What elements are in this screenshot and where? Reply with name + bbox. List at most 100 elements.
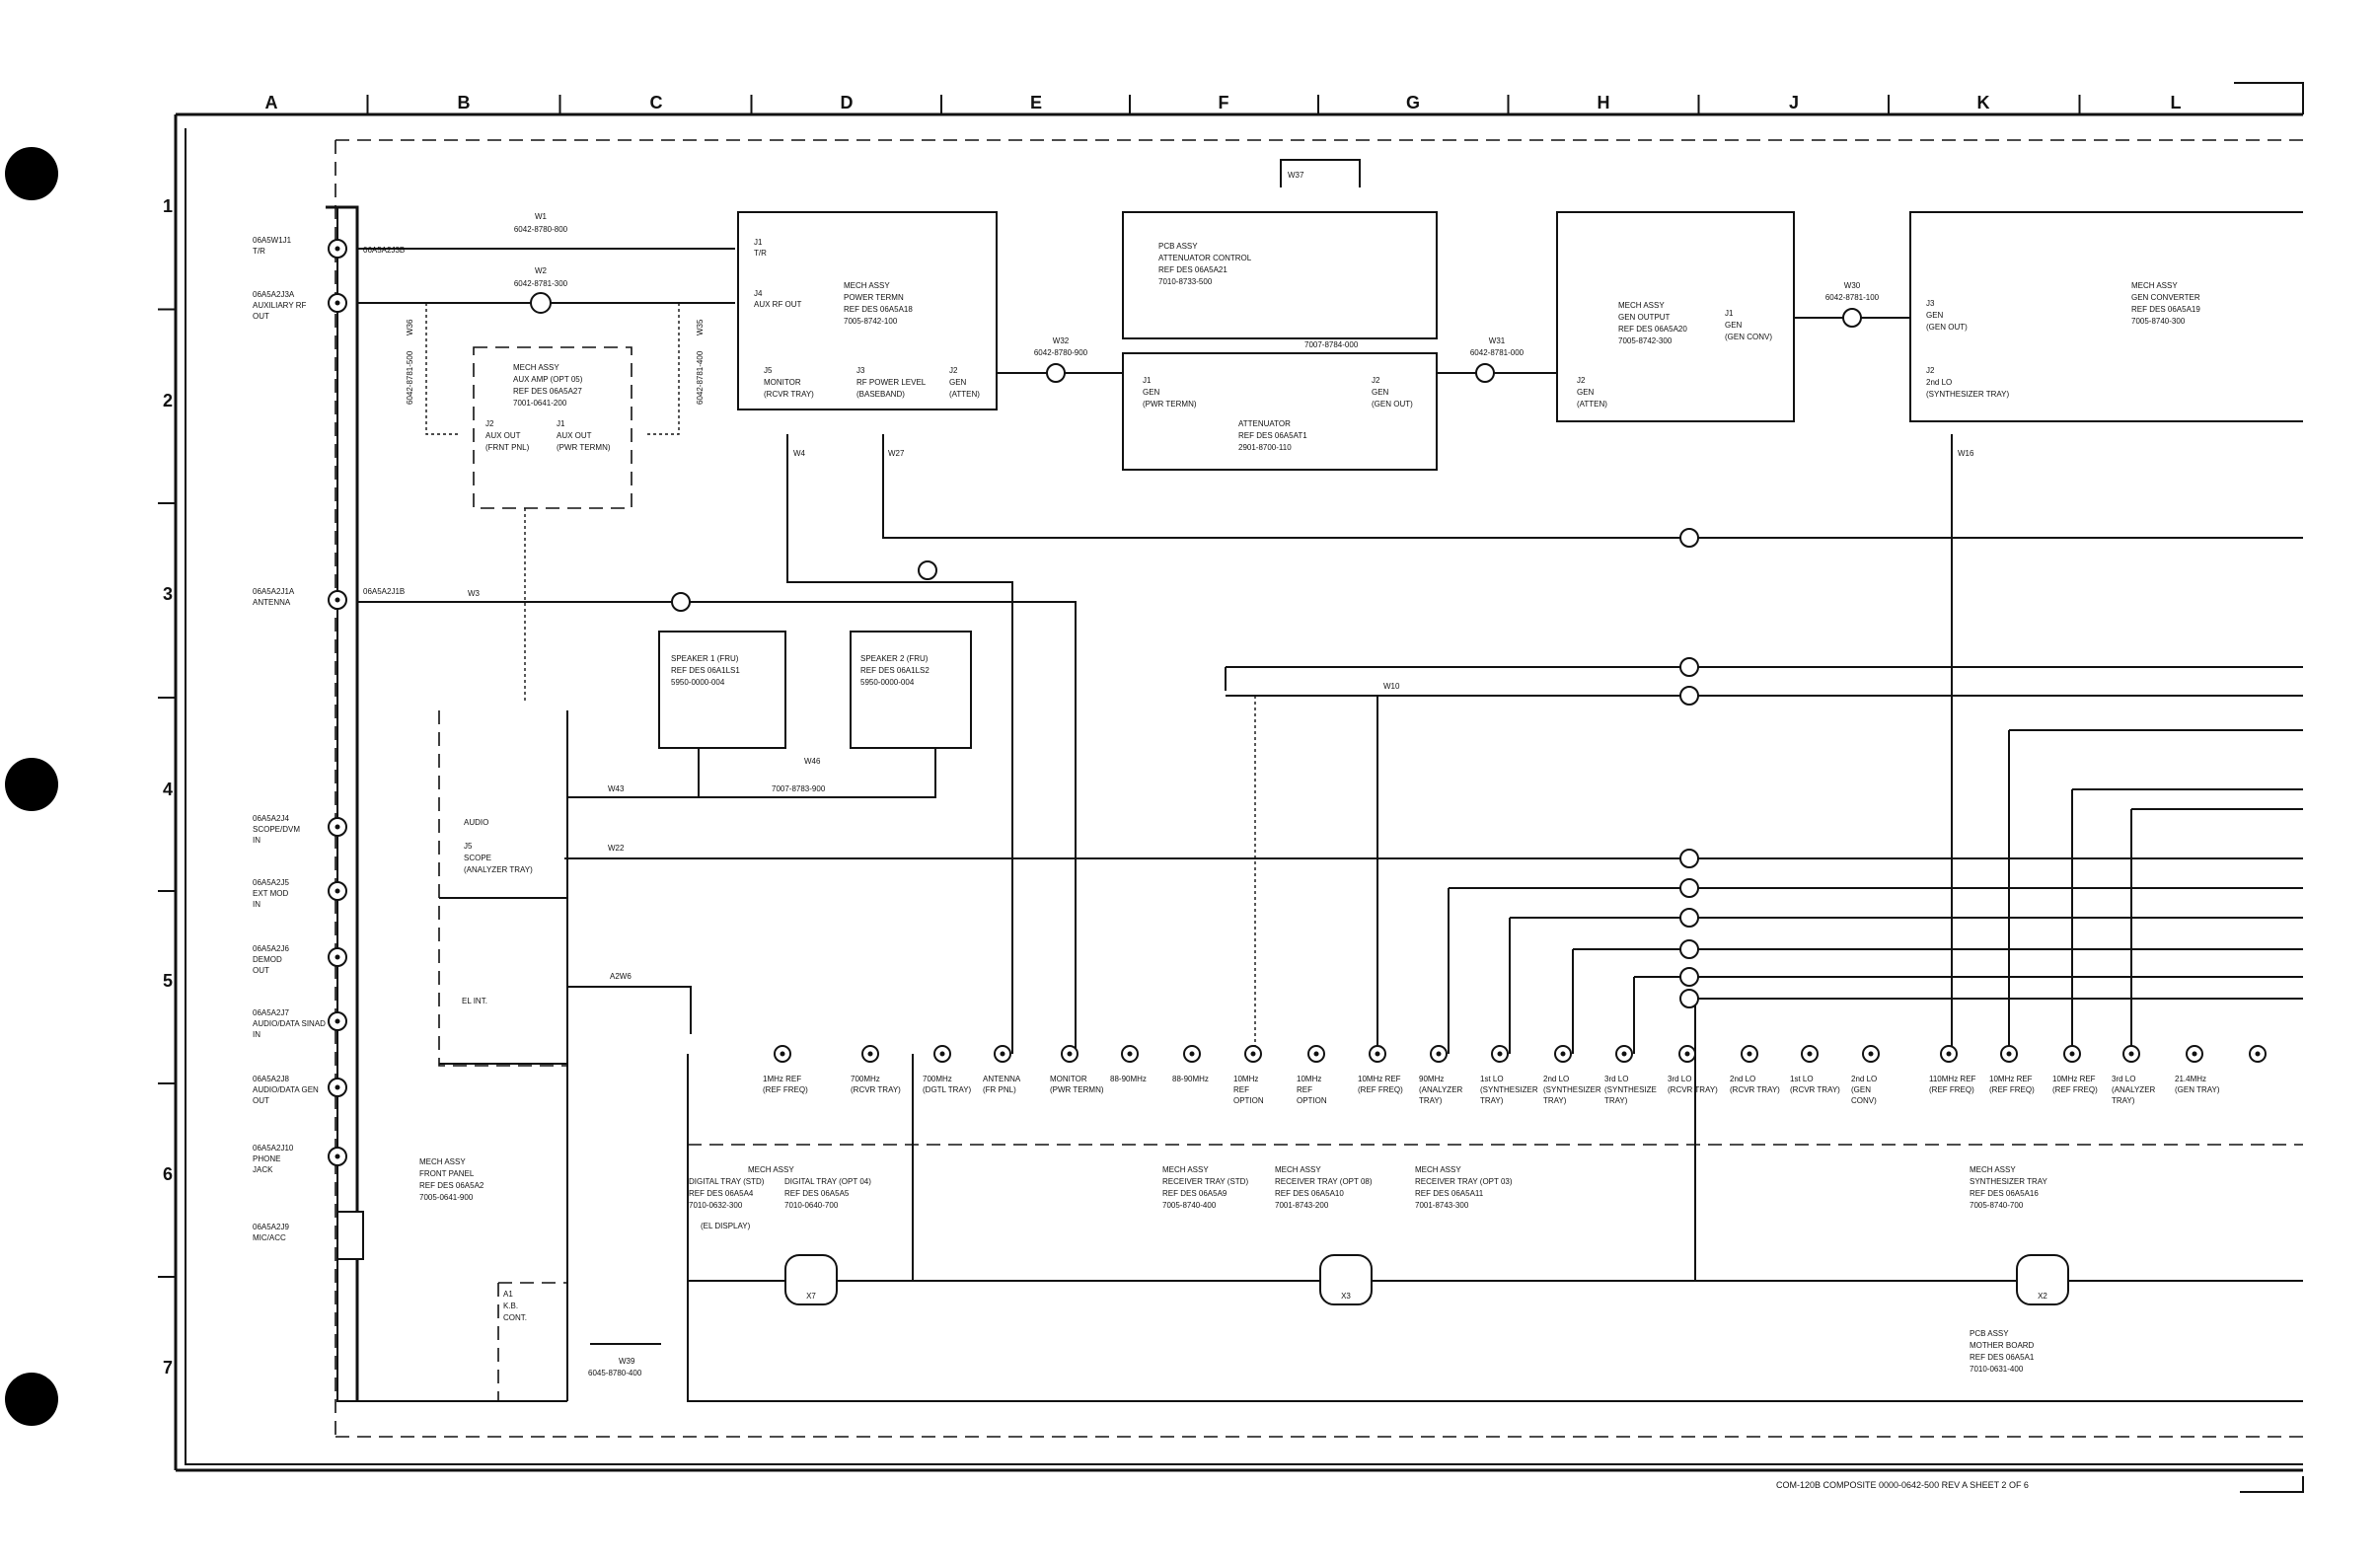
rf-connector-pin: [1313, 1051, 1319, 1057]
svg-text:REF DES 06A5A27: REF DES 06A5A27: [513, 387, 582, 396]
connector-label: 3rd LO: [1668, 1075, 1691, 1083]
svg-text:GEN: GEN: [949, 378, 967, 387]
svg-text:MECH ASSY: MECH ASSY: [1162, 1165, 1209, 1174]
connector-label: 10MHz: [1233, 1075, 1258, 1083]
connector-label: (RCVR TRAY): [1668, 1085, 1718, 1094]
svg-text:AUX AMP (OPT 05): AUX AMP (OPT 05): [513, 375, 583, 384]
svg-text:7010-0631-400: 7010-0631-400: [1970, 1365, 2024, 1374]
ferrite-bead: [1679, 849, 1699, 868]
corner-mark: [2234, 82, 2304, 114]
jack-pin: [335, 888, 340, 894]
column-label: J: [1789, 93, 1799, 112]
jack-label: SCOPE/DVM: [253, 825, 300, 834]
svg-text:7005-8740-300: 7005-8740-300: [2131, 317, 2186, 326]
connector-label: (REF FREQ): [1989, 1085, 2035, 1094]
svg-text:J2: J2: [1577, 376, 1586, 385]
tray-separators: [912, 1054, 1696, 1281]
ferrite-bead: [1679, 939, 1699, 959]
power-termn-jacks: J1 T/R J4 AUX RF OUT J5 MONITOR (RCVR TR…: [754, 238, 980, 399]
title-block: COM-120B COMPOSITE 0000-0642-500 REV A S…: [1776, 1480, 2029, 1490]
svg-text:REF DES 06A5A2: REF DES 06A5A2: [419, 1181, 484, 1190]
connector-label: 1st LO: [1480, 1075, 1504, 1083]
jack-label: OUT: [253, 966, 269, 975]
corner-mark-bottom: [2240, 1476, 2304, 1493]
row-label: 2: [163, 391, 173, 410]
front-panel-harness: [326, 205, 359, 1401]
svg-text:MONITOR: MONITOR: [764, 378, 801, 387]
jack-label: JACK: [253, 1165, 273, 1174]
aux-amp-cables: [425, 303, 680, 435]
jack-label: AUXILIARY RF: [253, 301, 307, 310]
connector-label: TRAY): [1543, 1096, 1567, 1105]
connector-label: CONV): [1851, 1096, 1877, 1105]
inner-frame: [185, 128, 2303, 1465]
svg-text:5950-0000-004: 5950-0000-004: [860, 678, 915, 687]
svg-text:(ATTEN): (ATTEN): [1577, 400, 1607, 409]
connector-label: 2nd LO: [1543, 1075, 1569, 1083]
rf-connector-pin: [1497, 1051, 1503, 1057]
connector-label: 2nd LO: [1851, 1075, 1877, 1083]
gen-output-label: MECH ASSY GEN OUTPUT REF DES 06A5A20 700…: [1577, 301, 1772, 409]
connector-label: (SYNTHESIZER: [1480, 1085, 1538, 1094]
jack-label: 06A5A2J9: [253, 1223, 289, 1231]
cable-w43: [567, 748, 936, 798]
svg-text:REF DES 06A5A18: REF DES 06A5A18: [844, 305, 913, 314]
connector-row: [774, 1045, 2267, 1063]
rf-connector-pin: [1621, 1051, 1627, 1057]
connector-label: (DGTL TRAY): [923, 1085, 972, 1094]
connector-label: (RCVR TRAY): [1730, 1085, 1780, 1094]
connector-label: 700MHz: [923, 1075, 952, 1083]
svg-text:SYNTHESIZER TRAY: SYNTHESIZER TRAY: [1970, 1177, 2047, 1186]
svg-text:POWER TERMN: POWER TERMN: [844, 293, 904, 302]
svg-text:REF DES 06A1LS2: REF DES 06A1LS2: [860, 666, 930, 675]
kb-cont-box: [497, 1282, 567, 1401]
bus-line-c: [2008, 729, 2303, 1054]
frame: [174, 112, 2303, 1472]
rf-connector-pin: [1000, 1051, 1005, 1057]
svg-text:RECEIVER TRAY (OPT 08): RECEIVER TRAY (OPT 08): [1275, 1177, 1373, 1186]
kb-cont-label: A1 K.B. CONT.: [503, 1290, 527, 1322]
svg-text:REF DES 06A5A21: REF DES 06A5A21: [1158, 265, 1227, 274]
jack-label: OUT: [253, 312, 269, 321]
jack-label: PHONE: [253, 1154, 280, 1163]
speaker-1-label: SPEAKER 1 (FRU) REF DES 06A1LS1 5950-000…: [671, 654, 740, 687]
jack-label: 06A5W1J1: [253, 236, 292, 245]
row-label: 7: [163, 1358, 173, 1377]
w37-label: W37: [1288, 171, 1304, 180]
front-panel-label: MECH ASSY FRONT PANEL REF DES 06A5A2 700…: [419, 1157, 484, 1202]
ferrite-bead: [1046, 363, 1066, 383]
bus-line-f: [1448, 887, 2303, 1054]
rf-connector-pin: [780, 1051, 785, 1057]
connector-label: REF: [1297, 1085, 1312, 1094]
svg-text:REF DES 06A5A10: REF DES 06A5A10: [1275, 1189, 1344, 1198]
ferrite-bead: [1679, 686, 1699, 706]
svg-text:7010-8733-500: 7010-8733-500: [1158, 277, 1213, 286]
a2-j1b-label: 06A5A2J1B: [363, 587, 405, 596]
jack-pin: [335, 246, 340, 252]
svg-text:REF DES 06A5A4: REF DES 06A5A4: [689, 1189, 754, 1198]
svg-text:J1: J1: [1725, 309, 1734, 318]
attenuator-box: [1122, 352, 1438, 471]
w46-label: W46: [804, 757, 821, 766]
jack-pin: [335, 1018, 340, 1024]
w32-label: W32: [1053, 336, 1070, 345]
binder-hole: [5, 758, 58, 811]
svg-text:REF DES 06A5A19: REF DES 06A5A19: [2131, 305, 2200, 314]
svg-text:AUX OUT: AUX OUT: [485, 431, 521, 440]
rf-connector-pin: [2192, 1051, 2197, 1057]
svg-text:(PWR TERMN): (PWR TERMN): [557, 443, 611, 452]
svg-text:SPEAKER 1 (FRU): SPEAKER 1 (FRU): [671, 654, 739, 663]
jack-label: 06A5A2J10: [253, 1144, 294, 1153]
connector-label: (REF FREQ): [1358, 1085, 1403, 1094]
svg-text:5950-0000-004: 5950-0000-004: [671, 678, 725, 687]
audio-label: AUDIO: [464, 818, 488, 827]
svg-text:GEN: GEN: [1577, 388, 1595, 397]
bus-line-i: [1633, 976, 2303, 1054]
connector-label: (SYNTHESIZER: [1543, 1085, 1601, 1094]
svg-text:GEN CONVERTER: GEN CONVERTER: [2131, 293, 2200, 302]
rf-connector-pin: [1747, 1051, 1752, 1057]
slot-label: X3: [1341, 1292, 1351, 1301]
ferrite-bead: [1679, 989, 1699, 1008]
jack-label: EXT MOD: [253, 889, 289, 898]
